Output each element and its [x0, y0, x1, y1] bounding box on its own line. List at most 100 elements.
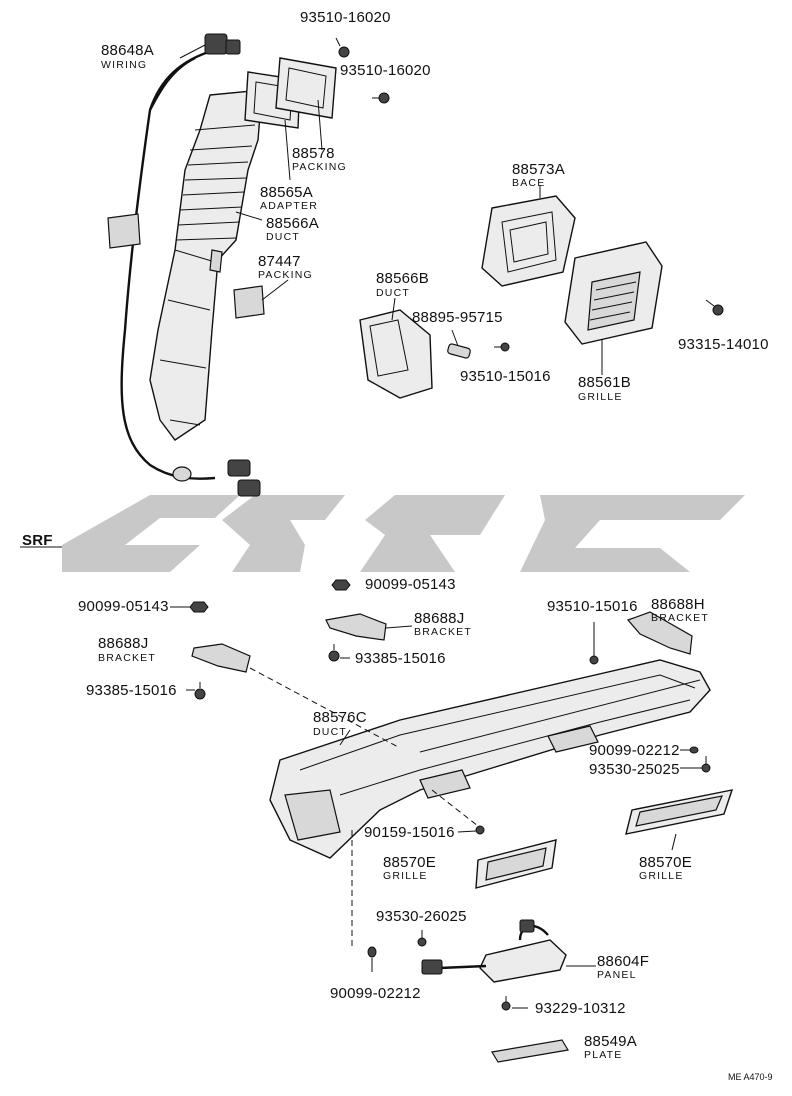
- part-callout: 93510-16020: [340, 62, 431, 79]
- part-number: 88570E: [639, 854, 692, 871]
- part-number: 88604F: [597, 953, 649, 970]
- part-name: GRILLE: [383, 870, 428, 882]
- vertical-duct: [149, 89, 263, 441]
- part-callout: 93229-10312: [535, 1000, 626, 1017]
- part-number: 88561B: [578, 374, 631, 391]
- part-callout: 93530-25025: [589, 761, 679, 778]
- part-name: DUCT: [376, 287, 410, 299]
- section-label: SRF: [22, 532, 53, 549]
- part-number: 93510-15016: [547, 598, 638, 615]
- packing-frame: [275, 57, 337, 119]
- part-name: BRACKET: [414, 626, 472, 638]
- part-name: BACE: [512, 177, 545, 189]
- bracket-88688h: [626, 611, 693, 655]
- part-name: DUCT: [266, 231, 300, 243]
- part-number: 88688H: [651, 596, 705, 613]
- part-number: 88688J: [414, 610, 464, 627]
- part-number: 88576C: [313, 709, 367, 726]
- side-duct: [359, 309, 433, 399]
- part-name: BRACKET: [651, 612, 709, 624]
- part-number: 88565A: [260, 184, 313, 201]
- part-number: 93315-14010: [678, 336, 769, 353]
- part-number: 88566B: [376, 270, 429, 287]
- part-callout: 90099-02212: [589, 742, 679, 759]
- part-number: 88578: [292, 145, 335, 162]
- part-callout: 90159-15016: [364, 824, 454, 841]
- part-number: 88573A: [512, 161, 565, 178]
- grille-88570e-right: [625, 789, 734, 835]
- watermark-logo: [62, 495, 745, 572]
- packing-pad-left: [107, 213, 141, 249]
- screw-icon: [494, 342, 510, 352]
- screw-icon: [475, 825, 485, 835]
- clip-part: [447, 343, 471, 359]
- part-name: PLATE: [584, 1049, 622, 1061]
- base-frame: [481, 195, 576, 287]
- part-name: PACKING: [292, 161, 347, 173]
- part-number: 90099-05143: [365, 576, 456, 593]
- grille-88570e-center: [475, 839, 557, 889]
- clip-icon: [689, 746, 699, 754]
- screw-icon: [501, 996, 511, 1011]
- part-callout: 93315-14010: [678, 336, 769, 353]
- part-callout: 93385-15016: [86, 682, 177, 699]
- part-number: 90099-02212: [330, 985, 421, 1002]
- part-number: 88566A: [266, 215, 319, 232]
- part-callout: 93530-26025: [376, 908, 467, 925]
- part-number: 87447: [258, 253, 301, 270]
- part-callout: 88895-95715: [412, 309, 503, 326]
- part-number: 93510-16020: [300, 9, 391, 26]
- part-name: GRILLE: [578, 391, 623, 403]
- nut-icon: [189, 601, 209, 613]
- figure-code: ME A470-9: [728, 1072, 773, 1082]
- part-number: 93385-15016: [355, 650, 446, 667]
- screw-icon: [335, 37, 350, 58]
- screw-icon: [328, 644, 340, 662]
- packing-pad-87447: [233, 285, 265, 319]
- part-callout: 90099-05143: [78, 598, 168, 615]
- part-number: 93229-10312: [535, 1000, 626, 1017]
- plate-part: [491, 1039, 569, 1063]
- part-callout: 90099-05143: [365, 576, 456, 593]
- part-name: PACKING: [258, 269, 313, 281]
- part-name: BRACKET: [98, 652, 156, 664]
- part-number: 88688J: [98, 635, 148, 652]
- part-callout: 90099-02212: [330, 985, 421, 1002]
- part-number: 93530-26025: [376, 908, 467, 925]
- screw-icon: [701, 756, 711, 773]
- nut-icon: [331, 579, 351, 591]
- part-number: 93510-15016: [460, 368, 551, 385]
- part-callout: 93510-16020: [300, 9, 391, 26]
- part-name: GRILLE: [639, 870, 684, 882]
- part-number: 88570E: [383, 854, 436, 871]
- part-name: DUCT: [313, 726, 347, 738]
- part-callout: 93385-15016: [355, 650, 446, 667]
- screw-icon: [589, 622, 599, 665]
- part-callout: 93510-15016: [547, 598, 638, 615]
- part-name: ADAPTER: [260, 200, 318, 212]
- screw-icon: [372, 92, 390, 104]
- part-number: 88549A: [584, 1033, 637, 1050]
- switch-panel: [421, 919, 567, 983]
- part-number: 88895-95715: [412, 309, 503, 326]
- grille-vent: [564, 241, 663, 345]
- part-number: 93385-15016: [86, 682, 177, 699]
- part-number: 93510-16020: [340, 62, 431, 79]
